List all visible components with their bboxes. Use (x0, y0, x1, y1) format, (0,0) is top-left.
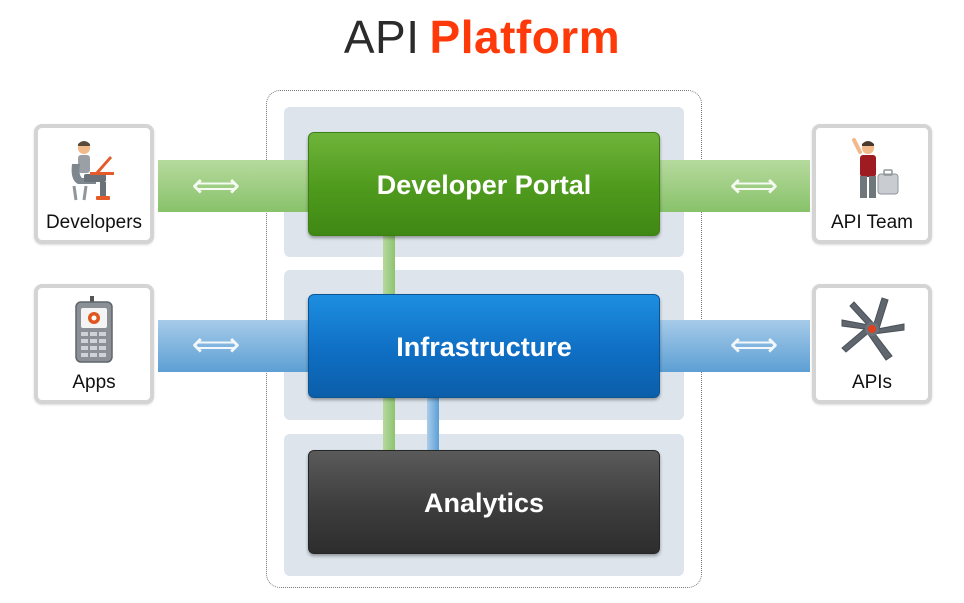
title-accent: Platform (429, 11, 621, 63)
mobile-phone-icon (75, 296, 113, 363)
actor-label: Apps (72, 372, 116, 393)
actor-apps: Apps (34, 284, 154, 404)
actor-developers: Developers (34, 124, 154, 244)
bidirectional-arrow-icon: ⟺ (191, 325, 241, 365)
developer-portal-block: Developer Portal (308, 132, 660, 236)
bidirectional-arrow-icon: ⟺ (729, 166, 779, 206)
actor-label: Developers (45, 212, 143, 233)
connector-infrastructure-apis (658, 320, 810, 372)
api-hub-icon (841, 297, 905, 361)
actor-apis: APIs (812, 284, 932, 404)
actor-label: APIs (851, 372, 893, 393)
analytics-block: Analytics (308, 450, 660, 554)
bidirectional-arrow-icon: ⟺ (191, 166, 241, 206)
bidirectional-arrow-icon: ⟺ (729, 325, 779, 365)
infrastructure-block: Infrastructure (308, 294, 660, 398)
title-main: API (343, 11, 420, 63)
developer-at-laptop-icon (71, 141, 114, 201)
person-with-luggage-icon (852, 138, 899, 198)
connector-developers-portal (158, 160, 310, 212)
connector-apps-infrastructure (158, 320, 310, 372)
actor-api-team: API Team (812, 124, 932, 244)
connector-infrastructure-analytics (427, 398, 439, 454)
actor-label: API Team (830, 212, 914, 233)
connector-portal-api-team (658, 160, 810, 212)
